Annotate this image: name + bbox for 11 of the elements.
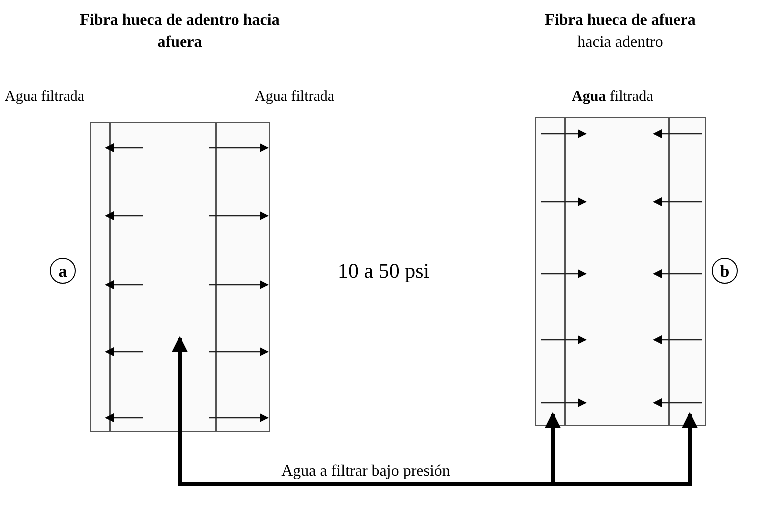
- module-heading: Fibra hueca de adentro hacia afuera: [80, 11, 280, 53]
- circled-letter: a: [50, 258, 76, 284]
- flow-arrow: [553, 412, 698, 486]
- outlet-label: Agua filtrada: [572, 88, 654, 107]
- flow-arrow: [366, 412, 561, 486]
- pressure-label: 10 a 50 psi: [338, 258, 430, 285]
- circled-letter: b: [712, 258, 738, 284]
- flow-arrow: [172, 336, 366, 486]
- outlet-label: Agua filtrada: [5, 88, 85, 107]
- outlet-label: Agua filtrada: [255, 88, 335, 107]
- module-heading: Fibra hueca de afuera hacia adentro: [544, 11, 697, 53]
